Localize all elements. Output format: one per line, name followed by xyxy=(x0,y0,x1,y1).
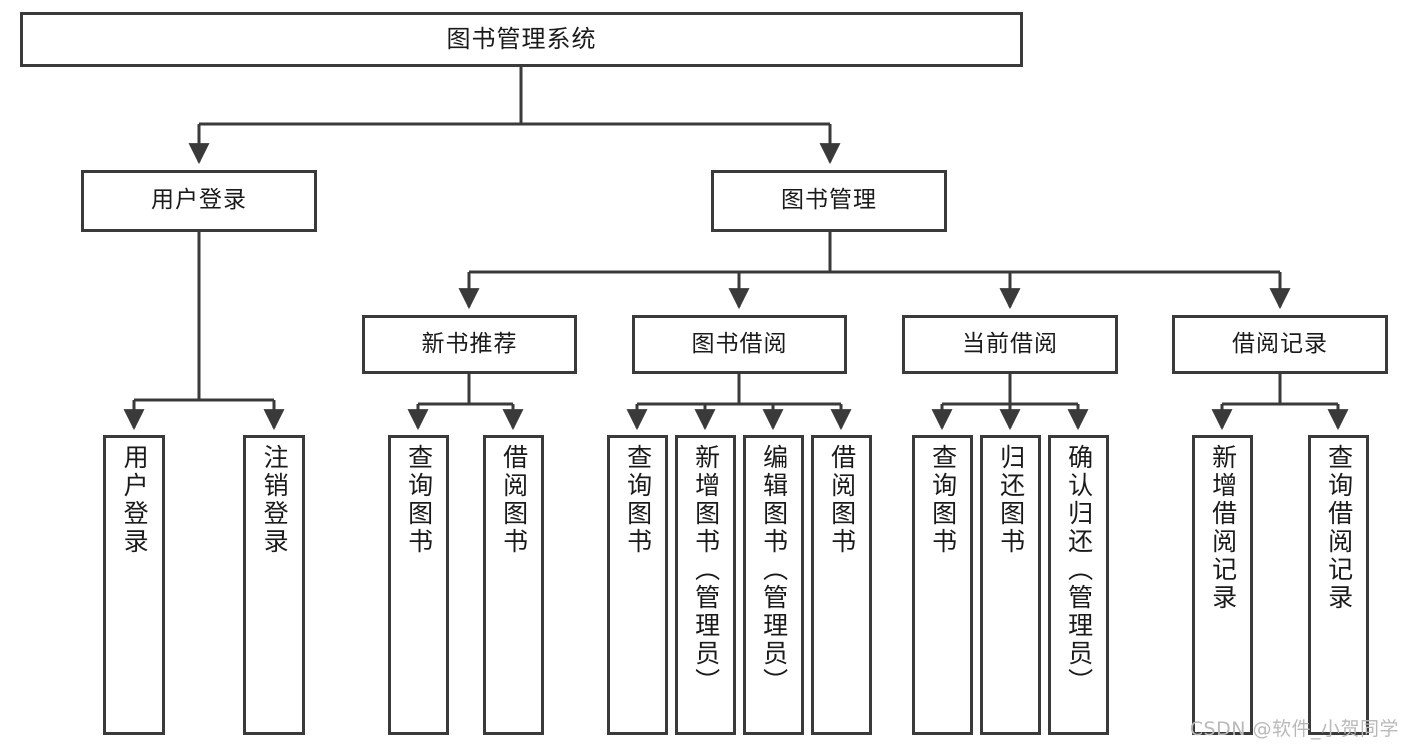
node-label: 用户登录 xyxy=(151,187,247,214)
node-label: 确认归还（管理员） xyxy=(1064,444,1094,696)
node-label: 新增图书（管理员） xyxy=(691,444,721,696)
node-label: 借阅图书 xyxy=(499,444,529,556)
leaf-borrow-edit-book[interactable]: 编辑图书（管理员） xyxy=(743,435,804,735)
node-label: 查询图书 xyxy=(623,444,653,556)
node-label: 归还图书 xyxy=(996,444,1026,556)
leaf-record-query-record[interactable]: 查询借阅记录 xyxy=(1308,435,1369,735)
csdn-watermark: CSDN @软件_小贺同学 xyxy=(1189,718,1399,740)
node-book-management[interactable]: 图书管理 xyxy=(711,170,947,232)
leaf-borrow-query-book[interactable]: 查询图书 xyxy=(607,435,668,735)
leaf-user-login-login[interactable]: 用户登录 xyxy=(103,435,165,735)
node-label: 借阅记录 xyxy=(1232,330,1328,357)
node-label: 查询借阅记录 xyxy=(1324,444,1354,612)
node-current-borrow[interactable]: 当前借阅 xyxy=(902,315,1118,374)
leaf-current-query-book[interactable]: 查询图书 xyxy=(912,435,973,735)
node-user-login[interactable]: 用户登录 xyxy=(81,170,317,232)
leaf-current-confirm-return[interactable]: 确认归还（管理员） xyxy=(1048,435,1109,735)
leaf-borrow-borrow-book[interactable]: 借阅图书 xyxy=(811,435,872,735)
node-label: 编辑图书（管理员） xyxy=(759,444,789,696)
leaf-borrow-add-book[interactable]: 新增图书（管理员） xyxy=(675,435,736,735)
node-label: 查询图书 xyxy=(404,444,434,556)
node-root-system[interactable]: 图书管理系统 xyxy=(20,12,1023,67)
leaf-record-add-record[interactable]: 新增借阅记录 xyxy=(1192,435,1253,735)
node-label: 当前借阅 xyxy=(962,330,1058,357)
node-label: 图书管理系统 xyxy=(446,25,597,54)
node-label: 图书借阅 xyxy=(691,330,788,357)
leaf-current-return-book[interactable]: 归还图书 xyxy=(980,435,1041,735)
node-borrow-record[interactable]: 借阅记录 xyxy=(1172,315,1388,374)
node-label: 新增借阅记录 xyxy=(1208,444,1238,612)
node-label: 借阅图书 xyxy=(827,444,857,556)
node-new-book-recommend[interactable]: 新书推荐 xyxy=(362,315,577,374)
node-label: 查询图书 xyxy=(928,444,958,556)
leaf-recommend-query-book[interactable]: 查询图书 xyxy=(388,435,449,735)
node-book-borrow[interactable]: 图书借阅 xyxy=(632,315,847,374)
node-label: 用户登录 xyxy=(120,444,150,556)
node-label: 注销登录 xyxy=(260,444,290,556)
node-label: 新书推荐 xyxy=(421,330,518,357)
leaf-user-login-logout[interactable]: 注销登录 xyxy=(243,435,305,735)
leaf-recommend-borrow-book[interactable]: 借阅图书 xyxy=(483,435,544,735)
node-label: 图书管理 xyxy=(781,187,877,214)
